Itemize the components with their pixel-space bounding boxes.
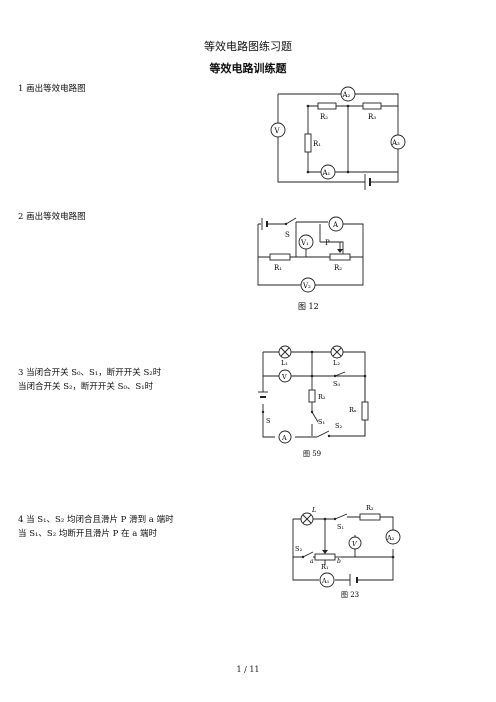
label-s2: S₂: [335, 422, 342, 430]
question-1-text: 1 画出等效电路图: [18, 84, 86, 94]
resistor-r2: [359, 513, 381, 521]
document-subtitle: 等效电路训练题: [209, 62, 287, 75]
label-r1: R₁: [313, 140, 321, 148]
label-r1: R₁: [274, 264, 282, 272]
page-number: 1 / 11: [236, 665, 260, 674]
resistor-r1: [269, 253, 291, 261]
label-a: A: [332, 221, 339, 229]
label-a3: A₃: [391, 139, 400, 147]
ammeter-a: [278, 430, 292, 444]
ammeter-a: [328, 216, 344, 232]
ammeter-a2: [385, 529, 401, 545]
label-l1: L₁: [281, 359, 288, 367]
rheostat-r2: [329, 253, 351, 261]
figure-1-circuit: A₂ V R₂ R₃ R₁ A₃ A₁: [270, 86, 406, 190]
ammeter-a1: [319, 572, 335, 588]
question-3-line-1: 3 当闭合开关 S₀、S₁，断开开关 S₂时: [18, 368, 162, 378]
label-s2: S₂: [295, 545, 302, 553]
resistor-r2: [308, 389, 316, 403]
question-4-line-1: 4 当 S₁、S₂ 均闭合且滑片 P 滑到 a 端时: [18, 515, 174, 525]
label-s1: S₁: [318, 418, 325, 426]
ammeter-a2: [340, 86, 356, 102]
figure-2-circuit: S A V₁ P R₁ R₂ V₂ 图 12: [257, 216, 364, 311]
label-r2: R₂: [366, 504, 374, 512]
question-3-line-2: 当闭合开关 S₂，断开开关 S₀、S₁时: [18, 382, 154, 392]
label-s0: S₀: [333, 380, 340, 388]
resistor-rx: [361, 401, 369, 421]
figure-3-circuit: L₁ L₂ V S₀ R₂ Rₓ S₁ S₂ S A 图 59: [258, 345, 369, 458]
label-r2: R₂: [334, 264, 342, 272]
voltmeter-v: [270, 122, 286, 138]
label-s1: S₁: [337, 523, 344, 531]
label-v: V: [274, 127, 281, 135]
label-v2: V₂: [302, 282, 311, 290]
resistor-r3: [362, 102, 382, 110]
label-s: S: [285, 231, 290, 239]
question-2-text: 2 画出等效电路图: [18, 212, 86, 222]
label-b-end: b: [337, 558, 341, 565]
figure-3-caption: 图 59: [303, 450, 321, 458]
label-v: V: [281, 373, 287, 381]
voltmeter-v2: [300, 277, 316, 293]
resistor-r1: [304, 133, 312, 153]
question-4-line-2: 当 S₁、S₂ 均断开且滑片 P 在 a 端时: [18, 529, 157, 539]
label-a2: A₂: [342, 91, 351, 99]
label-a2: A₂: [386, 534, 395, 542]
label-p: P: [325, 239, 330, 247]
label-a: A: [281, 434, 287, 442]
label-a1: A₁: [321, 577, 330, 585]
label-r2: R₂: [318, 393, 326, 401]
ammeter-a1: [320, 164, 336, 180]
figure-4-circuit: L R₂ S₁ V A₂ S₂ a R₁ b A₁ 图 23: [292, 504, 401, 599]
label-v1: V₁: [300, 239, 309, 247]
figure-4-caption: 图 23: [341, 591, 359, 599]
document-title: 等效电路图练习题: [204, 40, 292, 53]
label-rx: Rₓ: [349, 406, 357, 414]
voltmeter-v: [278, 369, 292, 383]
label-a-end: a: [310, 558, 314, 565]
label-r1: R₁: [321, 563, 329, 571]
label-a1: A₁: [322, 169, 331, 177]
label-r2: R₂: [320, 113, 328, 121]
figure-2-caption: 图 12: [298, 302, 319, 311]
label-l: L: [311, 506, 316, 514]
label-l2: L₂: [333, 359, 340, 367]
label-r3: R₃: [368, 113, 376, 121]
label-v: V: [352, 540, 358, 548]
rheostat-r1: [314, 553, 336, 561]
ammeter-a3: [390, 134, 406, 150]
label-s: S: [266, 417, 270, 425]
resistor-r2: [317, 102, 337, 110]
